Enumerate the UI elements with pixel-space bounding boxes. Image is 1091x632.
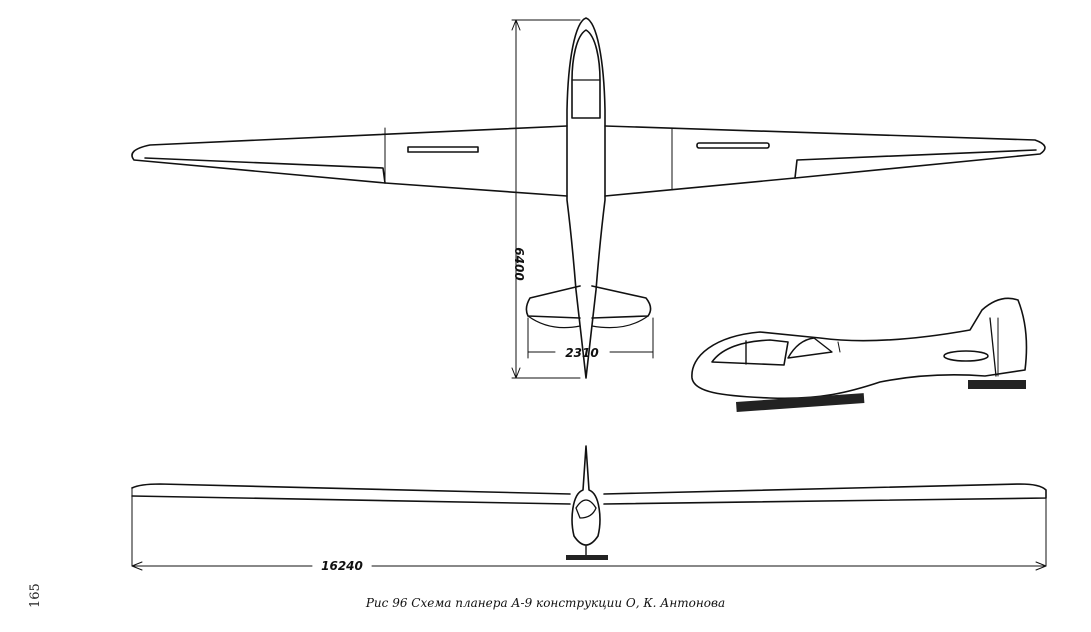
ground-hatch-side-rear xyxy=(968,380,1026,389)
ground-hatch-side-front xyxy=(735,393,865,412)
tail-span-label: 2310 xyxy=(565,346,598,360)
page-number: 165 xyxy=(28,583,43,608)
right-aileron xyxy=(794,149,1037,179)
fuselage-front xyxy=(571,445,601,546)
canopy-top xyxy=(571,29,601,119)
ground-hatching xyxy=(566,380,1026,560)
wing-span-label: 16240 xyxy=(321,559,363,573)
horizontal-tail-top xyxy=(525,285,652,319)
fuselage-top-outline xyxy=(566,17,606,379)
ground-hatch-front xyxy=(566,555,608,560)
top-view xyxy=(131,17,1046,379)
right-spoiler xyxy=(696,142,770,149)
horizontal-tail-side xyxy=(943,350,989,362)
left-spoiler xyxy=(407,146,479,153)
front-view xyxy=(131,445,1047,571)
right-wing-outline xyxy=(604,125,1046,197)
canopy-side xyxy=(711,339,789,366)
fuselage-length-label: 6400 xyxy=(512,247,526,280)
left-aileron xyxy=(144,157,386,184)
left-wing-outline xyxy=(131,125,568,197)
figure-caption: Рис 96 Схема планера А-9 конструкции О, … xyxy=(365,596,726,610)
